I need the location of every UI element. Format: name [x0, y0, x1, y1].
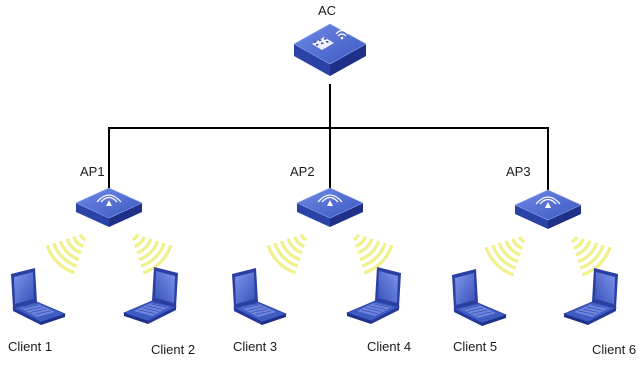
- signal-fan-5: [484, 235, 526, 277]
- access-point-1: [75, 187, 143, 227]
- client1-label: Client 1: [8, 339, 53, 354]
- access-controller: [293, 23, 367, 76]
- laptop-icon: [562, 268, 618, 325]
- client-6: [562, 268, 618, 325]
- access-point-3: [514, 189, 582, 229]
- access-controller-icon: [293, 23, 367, 76]
- access-point-2: [296, 187, 364, 227]
- ap1-label: AP1: [80, 164, 105, 179]
- ac-label: AC: [318, 3, 337, 18]
- client-1: [11, 268, 67, 325]
- client4-label: Client 4: [367, 339, 412, 354]
- ap2-label: AP2: [290, 164, 315, 179]
- wireless-access-point-icon: [514, 189, 582, 229]
- wired-links: [108, 84, 549, 192]
- client-4: [345, 267, 401, 324]
- ap3-label: AP3: [506, 164, 531, 179]
- laptop-icon: [11, 268, 67, 325]
- signal-fan-3: [266, 233, 308, 275]
- signal-fan-1: [45, 233, 87, 275]
- signal-fan-6: [570, 235, 612, 277]
- wireless-signals: [45, 233, 612, 277]
- client-3: [232, 268, 288, 325]
- laptop-icon: [345, 267, 401, 324]
- client3-label: Client 3: [233, 339, 278, 354]
- laptop-icon: [452, 269, 508, 326]
- wireless-access-point-icon: [75, 187, 143, 227]
- clients: [11, 267, 618, 326]
- access-points: [75, 187, 582, 229]
- client6-label: Client 6: [592, 342, 637, 357]
- client-2: [122, 267, 178, 324]
- signal-fan-2: [131, 233, 173, 275]
- client2-label: Client 2: [151, 342, 196, 357]
- laptop-icon: [122, 267, 178, 324]
- wireless-access-point-icon: [296, 187, 364, 227]
- laptop-icon: [232, 268, 288, 325]
- signal-fan-4: [352, 233, 394, 275]
- client5-label: Client 5: [453, 339, 498, 354]
- client-5: [452, 269, 508, 326]
